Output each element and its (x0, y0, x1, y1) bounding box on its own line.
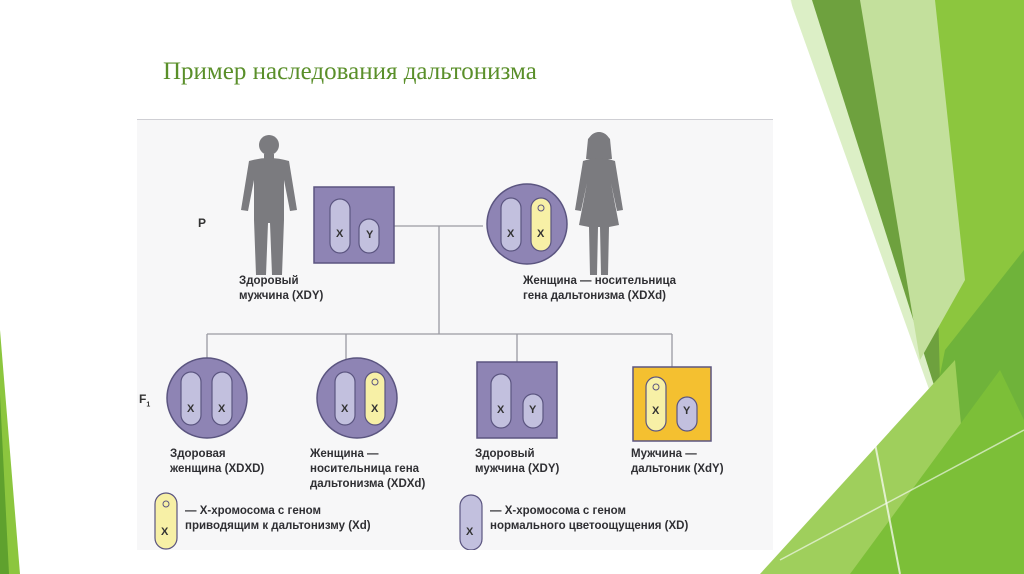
child-cell-colorblind-man (632, 366, 712, 442)
connector-lines (206, 225, 673, 367)
child2-chromosome-1: X (341, 403, 349, 415)
father-cell (313, 186, 395, 264)
child3-chromosome-2: Y (529, 404, 537, 416)
legend-colorblind-chromosome (154, 492, 178, 550)
female-silhouette-icon (575, 132, 623, 275)
father-label: Здоровый мужчина (XDY) (239, 275, 324, 302)
child1-label: Здоровая женщина (XDXD) (170, 448, 265, 475)
child3-label: Здоровый мужчина (XDY) (475, 448, 560, 475)
child4-chromosome-2: Y (683, 405, 691, 417)
child2-chromosome-2: X (371, 403, 379, 415)
child2-label: Женщина — носительница гена дальтонизма … (310, 448, 426, 490)
father-chromosome-x: X (336, 228, 344, 240)
inheritance-diagram: X Y X X X X X X X Y X Y X X P F1 Здоровы… (137, 119, 773, 550)
child-cell-carrier-woman (316, 357, 398, 439)
child4-label: Мужчина — дальтоник (XdY) (631, 448, 724, 475)
mother-chromosome-x2: X (537, 228, 545, 240)
generation-f1-label: F1 (139, 392, 151, 409)
father-chromosome-y: Y (366, 229, 374, 241)
generation-p-label: P (198, 216, 207, 230)
child3-chromosome-1: X (497, 404, 505, 416)
child-cell-healthy-woman (166, 357, 248, 439)
slide-title: Пример наследования дальтонизма (163, 58, 537, 85)
legend-symbol-colorblind: X (161, 526, 169, 538)
child1-chromosome-2: X (218, 403, 226, 415)
mother-label: Женщина — носительница гена дальтонизма … (523, 275, 677, 302)
child-cell-healthy-man (476, 361, 558, 439)
child1-chromosome-1: X (187, 403, 195, 415)
mother-cell (486, 183, 568, 265)
mother-chromosome-x1: X (507, 228, 515, 240)
legend-normal-chromosome (459, 494, 483, 550)
male-silhouette-icon (241, 135, 297, 275)
legend-colorblind-text: — X-хромосома с геном приводящим к дальт… (185, 505, 371, 532)
child4-chromosome-1: X (652, 405, 660, 417)
legend-symbol-normal: X (466, 526, 474, 538)
legend-normal-text: — X-хромосома с геном нормального цветоо… (490, 505, 689, 532)
diagram-graphics (154, 132, 712, 550)
